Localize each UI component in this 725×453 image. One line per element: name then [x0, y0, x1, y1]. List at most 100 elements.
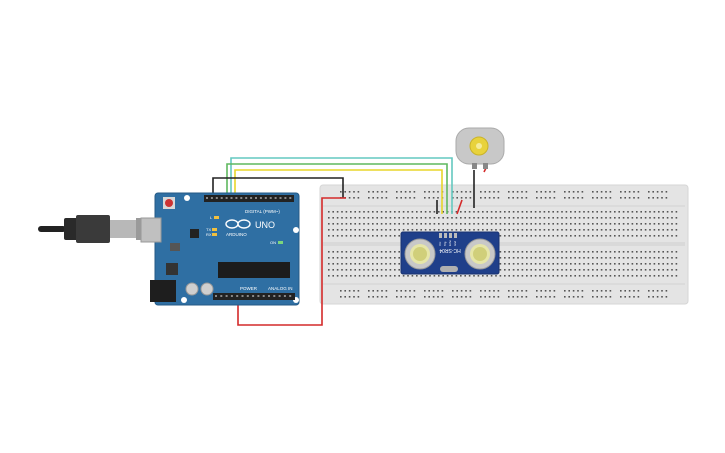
header-pin[interactable]	[220, 197, 223, 199]
breadboard-hole[interactable]	[376, 223, 378, 225]
breadboard-hole[interactable]	[398, 263, 400, 265]
breadboard-hole[interactable]	[521, 269, 524, 271]
breadboard-hole[interactable]	[345, 223, 348, 225]
breadboard-hole[interactable]	[636, 263, 638, 265]
breadboard-hole[interactable]	[490, 275, 493, 277]
breadboard-hole[interactable]	[372, 275, 374, 277]
breadboard-hole[interactable]	[455, 229, 458, 231]
breadboard-hole[interactable]	[530, 257, 532, 259]
breadboard-hole[interactable]	[372, 290, 374, 292]
breadboard-hole[interactable]	[665, 296, 668, 298]
breadboard-hole[interactable]	[548, 235, 550, 237]
breadboard-hole[interactable]	[504, 251, 506, 253]
breadboard-hole[interactable]	[675, 263, 678, 265]
breadboard-hole[interactable]	[385, 223, 387, 225]
breadboard-hole[interactable]	[624, 191, 626, 193]
breadboard-hole[interactable]	[441, 296, 444, 298]
breadboard-hole[interactable]	[363, 229, 365, 231]
breadboard-hole[interactable]	[614, 263, 616, 265]
breadboard-hole[interactable]	[451, 275, 453, 277]
breadboard-hole[interactable]	[622, 235, 625, 237]
breadboard-hole[interactable]	[394, 257, 396, 259]
breadboard-hole[interactable]	[394, 223, 396, 225]
breadboard-hole[interactable]	[358, 275, 361, 277]
breadboard-hole[interactable]	[508, 269, 510, 271]
breadboard-hole[interactable]	[456, 296, 458, 298]
breadboard-hole[interactable]	[350, 229, 352, 231]
breadboard-hole[interactable]	[504, 229, 506, 231]
breadboard-hole[interactable]	[499, 257, 502, 259]
breadboard-hole[interactable]	[583, 229, 585, 231]
breadboard-hole[interactable]	[658, 257, 660, 259]
breadboard-hole[interactable]	[627, 223, 629, 225]
breadboard-hole[interactable]	[521, 290, 523, 292]
breadboard-hole[interactable]	[380, 251, 383, 253]
breadboard-hole[interactable]	[556, 251, 559, 253]
breadboard-hole[interactable]	[631, 269, 634, 271]
breadboard-hole[interactable]	[398, 217, 400, 219]
breadboard-hole[interactable]	[578, 251, 581, 253]
breadboard-hole[interactable]	[367, 211, 370, 213]
breadboard-hole[interactable]	[662, 223, 664, 225]
breadboard-hole[interactable]	[622, 251, 625, 253]
breadboard-hole[interactable]	[543, 263, 546, 265]
breadboard-hole[interactable]	[675, 223, 678, 225]
breadboard-hole[interactable]	[464, 229, 466, 231]
breadboard-hole[interactable]	[596, 275, 598, 277]
breadboard-hole[interactable]	[358, 263, 361, 265]
breadboard-hole[interactable]	[446, 217, 449, 219]
breadboard-hole[interactable]	[618, 263, 620, 265]
breadboard-hole[interactable]	[565, 263, 568, 265]
breadboard-hole[interactable]	[675, 257, 678, 259]
breadboard-hole[interactable]	[600, 197, 603, 199]
breadboard-hole[interactable]	[484, 290, 486, 292]
breadboard-hole[interactable]	[614, 229, 616, 231]
breadboard-hole[interactable]	[367, 217, 370, 219]
breadboard-hole[interactable]	[517, 269, 519, 271]
breadboard-hole[interactable]	[409, 296, 411, 298]
breadboard-hole[interactable]	[486, 223, 488, 225]
breadboard-hole[interactable]	[568, 296, 570, 298]
breadboard-hole[interactable]	[495, 223, 497, 225]
breadboard-hole[interactable]	[640, 263, 642, 265]
breadboard-hole[interactable]	[336, 251, 339, 253]
breadboard-hole[interactable]	[508, 257, 510, 259]
breadboard-hole[interactable]	[398, 251, 400, 253]
breadboard-hole[interactable]	[658, 263, 660, 265]
breadboard-hole[interactable]	[609, 275, 612, 277]
breadboard-hole[interactable]	[549, 290, 551, 292]
breadboard-hole[interactable]	[389, 257, 392, 259]
breadboard-hole[interactable]	[605, 197, 607, 199]
breadboard-hole[interactable]	[521, 296, 523, 298]
header-pin[interactable]	[283, 295, 286, 297]
breadboard-hole[interactable]	[577, 290, 579, 292]
breadboard-hole[interactable]	[516, 197, 519, 199]
breadboard-hole[interactable]	[570, 269, 572, 271]
header-pin[interactable]	[289, 197, 292, 199]
breadboard-hole[interactable]	[640, 269, 642, 271]
breadboard-hole[interactable]	[376, 217, 378, 219]
breadboard-hole[interactable]	[521, 275, 524, 277]
breadboard-hole[interactable]	[385, 290, 388, 292]
breadboard-hole[interactable]	[493, 197, 495, 199]
breadboard-hole[interactable]	[583, 275, 585, 277]
breadboard-hole[interactable]	[600, 229, 603, 231]
breadboard-hole[interactable]	[504, 257, 506, 259]
breadboard-hole[interactable]	[633, 290, 635, 292]
breadboard-hole[interactable]	[675, 217, 678, 219]
breadboard-hole[interactable]	[372, 263, 374, 265]
breadboard-hole[interactable]	[512, 197, 514, 199]
breadboard-hole[interactable]	[587, 217, 590, 219]
breadboard-hole[interactable]	[556, 257, 559, 259]
breadboard-hole[interactable]	[624, 296, 626, 298]
breadboard-hole[interactable]	[345, 217, 348, 219]
breadboard-hole[interactable]	[480, 290, 482, 292]
breadboard-hole[interactable]	[600, 235, 603, 237]
breadboard-hole[interactable]	[577, 197, 579, 199]
breadboard-hole[interactable]	[358, 211, 361, 213]
breadboard-hole[interactable]	[666, 251, 669, 253]
breadboard-hole[interactable]	[368, 296, 370, 298]
breadboard-hole[interactable]	[354, 263, 356, 265]
breadboard-hole[interactable]	[504, 223, 506, 225]
breadboard-hole[interactable]	[543, 251, 546, 253]
